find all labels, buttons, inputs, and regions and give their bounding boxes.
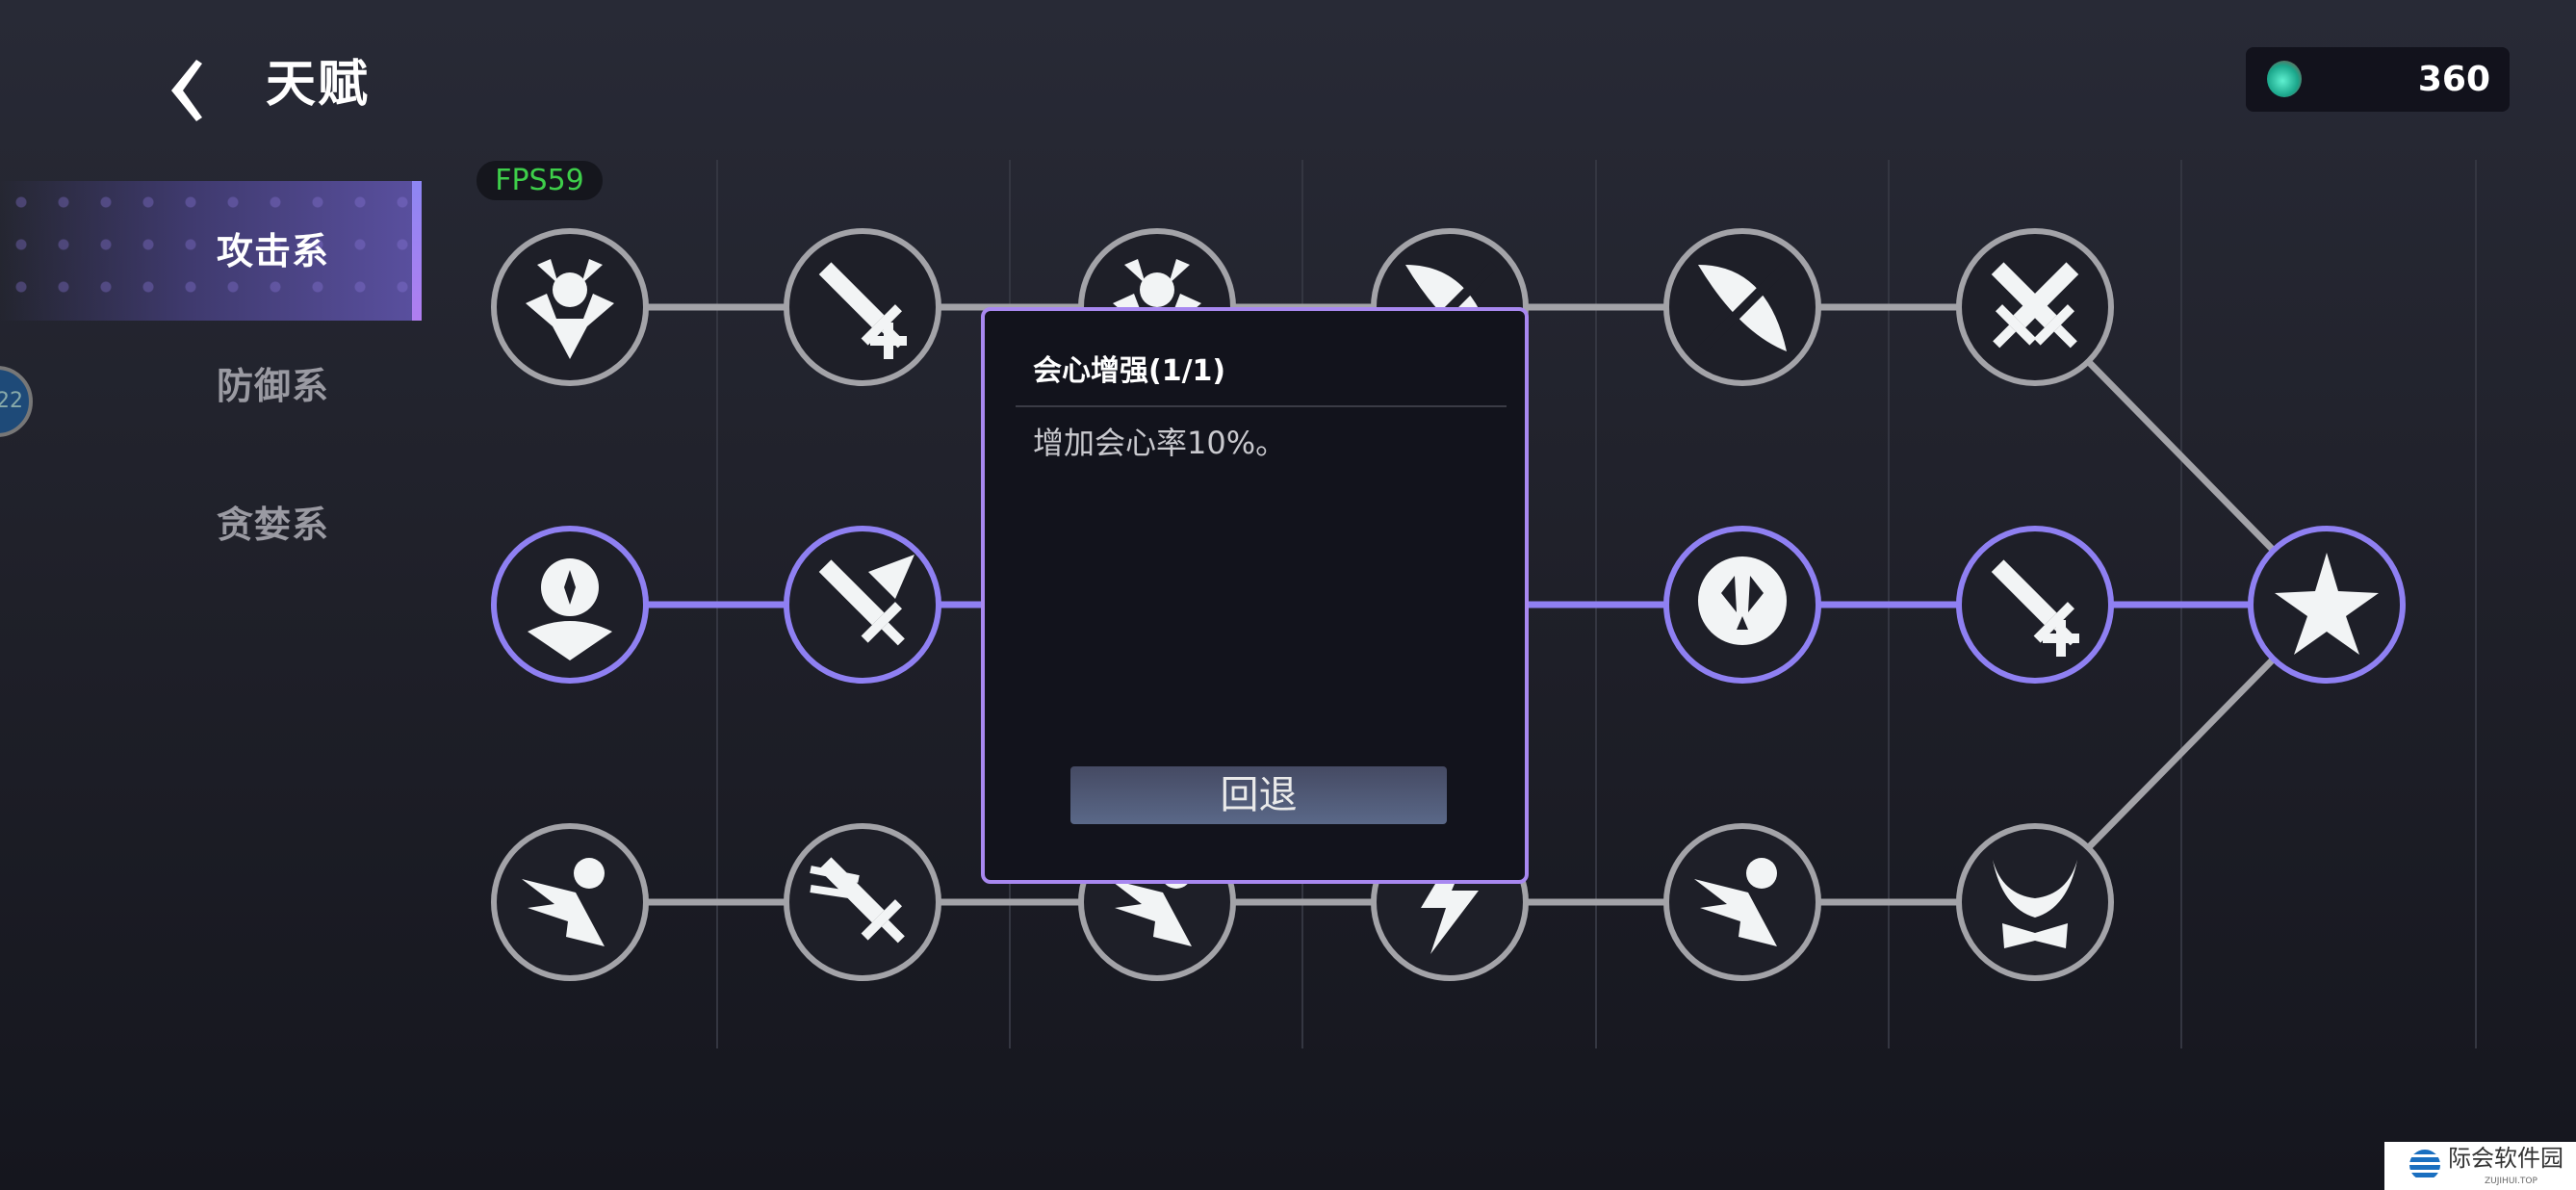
- tab-defense[interactable]: 防御系: [0, 316, 422, 455]
- tab-label: 贪婪系: [217, 503, 330, 546]
- talent-node[interactable]: [1956, 228, 2114, 386]
- back-button[interactable]: [162, 56, 219, 125]
- talent-title: 会心增强(1/1): [1033, 354, 1226, 388]
- talent-node[interactable]: [784, 228, 941, 386]
- watermark-sub: ZUJIHUI.TOP: [2485, 1177, 2537, 1186]
- watermark: 际会软件园 ZUJIHUI.TOP: [2384, 1142, 2576, 1190]
- star-burst-icon: [2275, 553, 2379, 655]
- talent-description: 增加会心率10%。: [1033, 425, 1287, 461]
- globe-logo-icon: [2409, 1150, 2440, 1180]
- talent-node[interactable]: [1663, 228, 1821, 386]
- guardian-icon: [526, 259, 614, 359]
- sword-burst-icon: [818, 555, 914, 646]
- divider: [1016, 405, 1507, 407]
- talent-node-final[interactable]: [2248, 526, 2406, 684]
- tab-label: 攻击系: [217, 229, 330, 272]
- talent-node[interactable]: [491, 228, 649, 386]
- chevron-left-icon: [171, 60, 202, 121]
- sword-plus-icon: [1991, 559, 2079, 657]
- sword-plus-icon: [818, 262, 907, 359]
- gem-icon: [2267, 61, 2302, 97]
- currency-display: 360: [2246, 47, 2510, 112]
- talent-node[interactable]: [784, 823, 941, 981]
- dash-icon: [522, 858, 605, 946]
- talent-tooltip: 会心增强(1/1) 增加会心率10%。 回退: [981, 307, 1529, 884]
- revert-button[interactable]: 回退: [1070, 766, 1447, 824]
- talent-node[interactable]: [491, 526, 649, 684]
- talent-node[interactable]: [1663, 823, 1821, 981]
- tab-label: 防御系: [217, 364, 330, 407]
- talent-node[interactable]: [1956, 526, 2114, 684]
- speed-boot-icon: [1694, 858, 1777, 946]
- fps-counter: FPS59: [477, 161, 603, 200]
- demon-horns-icon: [1993, 860, 2077, 948]
- tab-attack[interactable]: 攻击系: [0, 181, 422, 321]
- page-title: 天赋: [266, 56, 371, 114]
- grid-line: [2475, 160, 2477, 1048]
- talent-node[interactable]: [491, 823, 649, 981]
- crossed-wing-icon: [1696, 261, 1790, 355]
- watermark-text: 际会软件园: [2448, 1145, 2563, 1172]
- sword-speed-icon: [810, 857, 905, 944]
- crossed-swords-icon: [1991, 262, 2079, 349]
- talent-node[interactable]: [1663, 526, 1821, 684]
- lightning-icon: [1421, 850, 1479, 954]
- hero-star-icon: [528, 558, 612, 660]
- tab-greed[interactable]: 贪婪系: [0, 454, 422, 594]
- talent-node[interactable]: [1956, 823, 2114, 981]
- skull-mask-icon: [1698, 556, 1787, 645]
- talent-node[interactable]: [784, 526, 941, 684]
- currency-value: 360: [2417, 60, 2490, 99]
